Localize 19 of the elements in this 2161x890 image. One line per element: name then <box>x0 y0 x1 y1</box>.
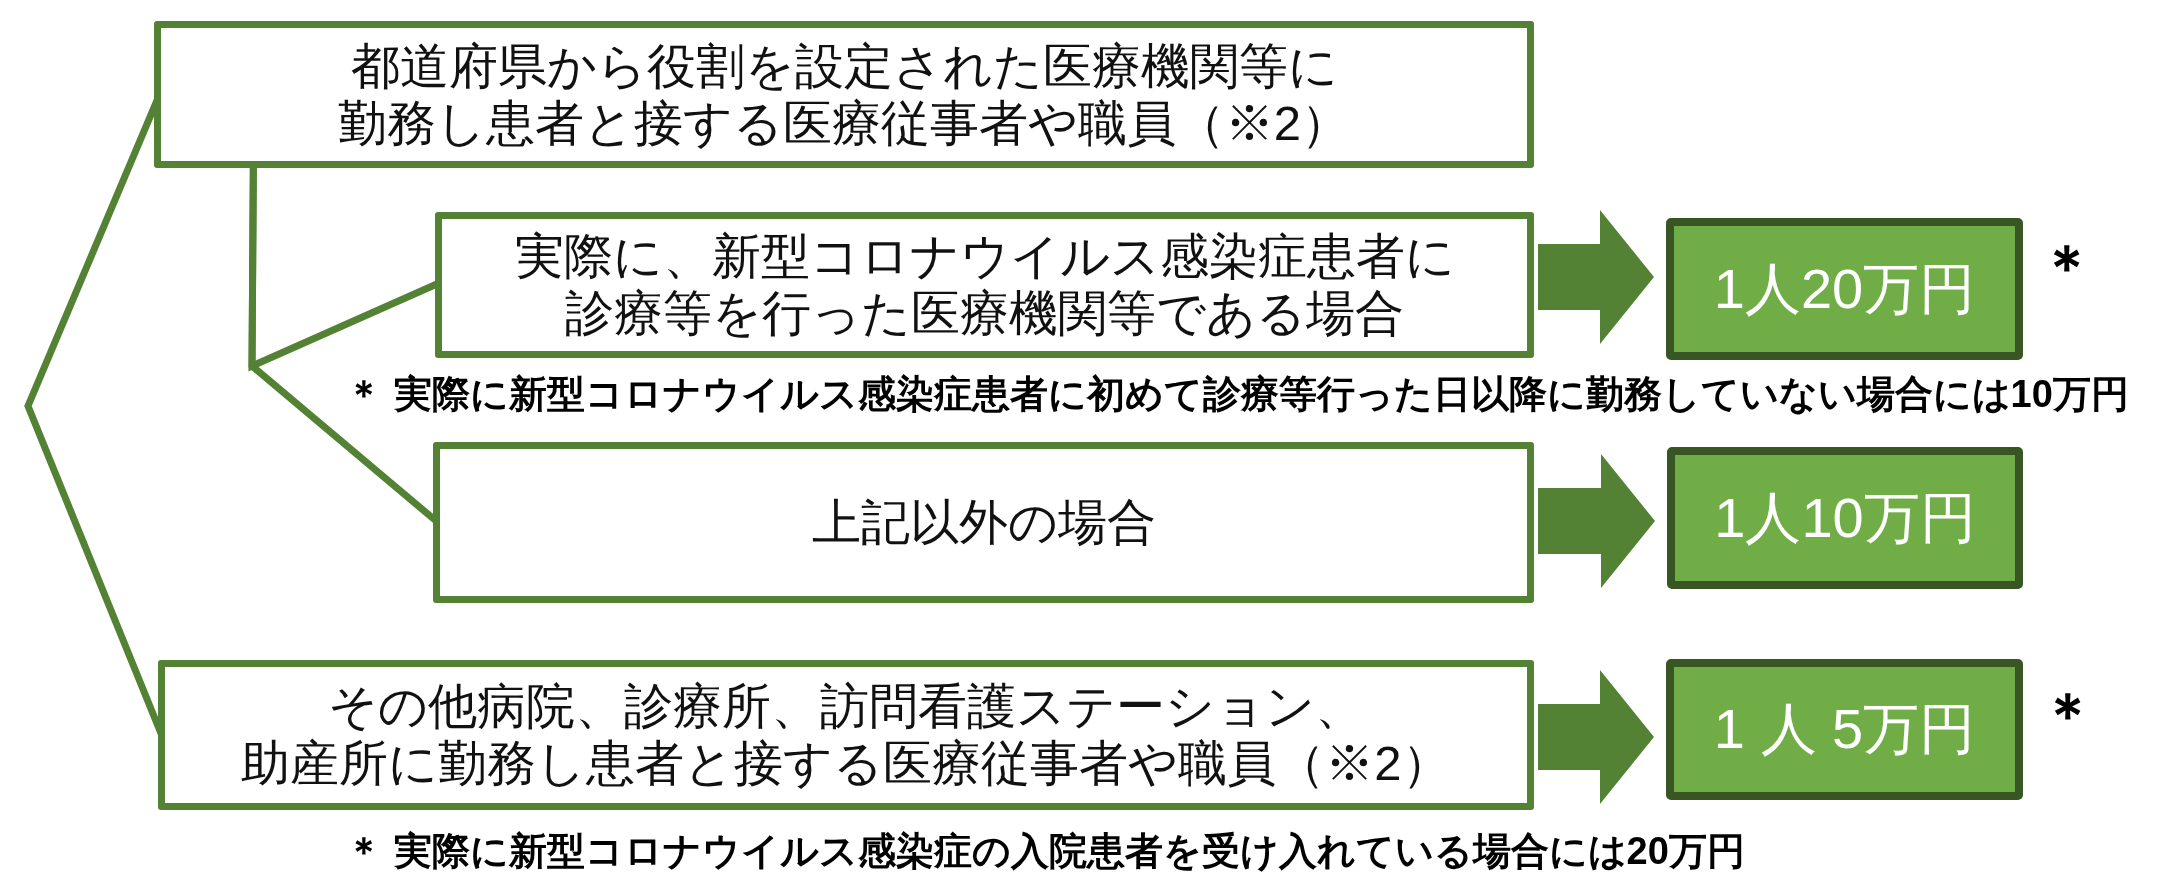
amount-box <box>1667 447 2023 589</box>
amount-text: 1 人 5万円 <box>1713 697 1976 762</box>
condition-text: その他病院、診療所、訪問看護ステーション、助産所に勤務し患者と接する医療従事者や職員（※2） <box>240 678 1452 792</box>
amount-text: 1人10万円 <box>1714 485 1976 551</box>
block-arrow <box>1538 670 1654 804</box>
amount-text: 1人20万円 <box>1713 256 1976 322</box>
condition-text: 実際に、新型コロナウイルス感染症患者に診療等を行った医療機関等である場合 <box>513 228 1456 342</box>
condition-box <box>435 212 1534 358</box>
block-arrow <box>1538 210 1654 344</box>
footnote-mark: ＊ <box>2039 685 2097 743</box>
block-arrow <box>1538 454 1655 588</box>
condition-box <box>154 21 1534 168</box>
condition-box <box>433 442 1534 603</box>
condition-box <box>158 660 1534 810</box>
footnote: ＊ 実際に新型コロナウイルス感染症の入院患者を受け入れている場合には20万円 <box>345 829 1745 875</box>
footnote: ＊ 実際に新型コロナウイルス感染症患者に初めて診療等行った日以降に勤務していない場合には10万円 <box>345 372 2129 418</box>
condition-text: 都道府県から役割を設定された医療機関等に勤務し患者と接する医療従事者や職員（※2） <box>336 37 1352 152</box>
footnote-mark: ＊ <box>2038 237 2096 295</box>
condition-text: 上記以外の場合 <box>811 494 1156 551</box>
